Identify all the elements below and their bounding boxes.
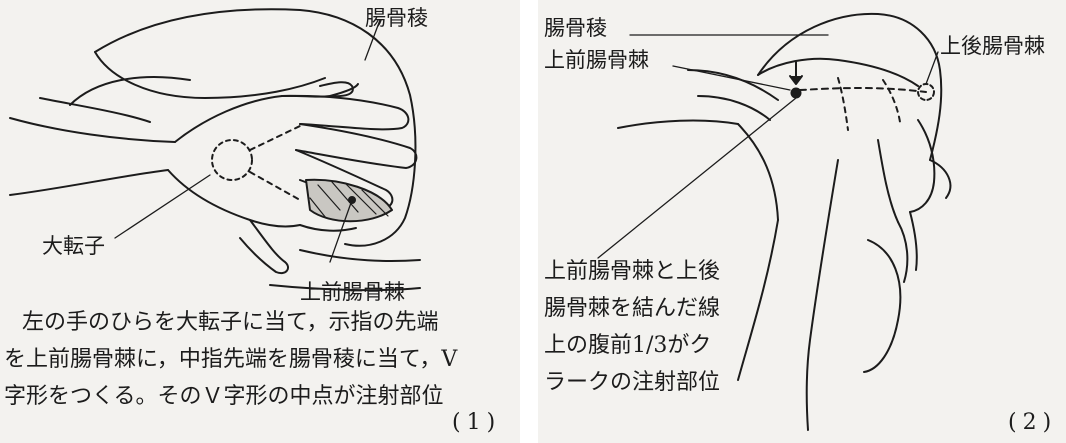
label-iliac-crest: 腸骨稜 [365,6,428,30]
ventrogluteal-illustration [9,8,421,292]
figure-number-2: (2) [1008,410,1058,435]
label-asis: 上前腸骨棘 [300,280,405,304]
caption-line-3: 字形をつくる。そのＶ字形の中点が注射部位 [4,384,444,409]
caption-line-3: 上の腹前1/3がク [544,333,712,358]
figure-panel-1: 腸骨稜 大転子 上前腸骨棘 左の手のひらを大転子に当て，示指の先端 を上前腸骨棘… [0,0,520,443]
caption-line-4: ラークの注射部位 [544,370,721,395]
label-psis: 上後腸骨棘 [940,34,1045,58]
figure-number-1: (1) [452,410,502,435]
caption-line-2: 腸骨棘を結んだ線 [544,296,721,321]
caption-line-2: を上前腸骨棘に，中指先端を腸骨稜に当て，V [4,347,458,372]
panel-gutter [520,0,538,443]
label-asis: 上前腸骨棘 [544,48,649,72]
clark-point-illustration [597,12,952,431]
label-greater-trochanter: 大転子 [42,234,105,258]
figure-panel-2: 腸骨稜 上前腸骨棘 上後腸骨棘 上前腸骨棘と上後 腸骨棘を結んだ線 上の腹前1/… [538,0,1066,443]
caption-line-1: 左の手のひらを大転子に当て，示指の先端 [22,310,439,335]
caption-line-1: 上前腸骨棘と上後 [544,259,721,284]
label-iliac-crest: 腸骨稜 [544,16,607,40]
